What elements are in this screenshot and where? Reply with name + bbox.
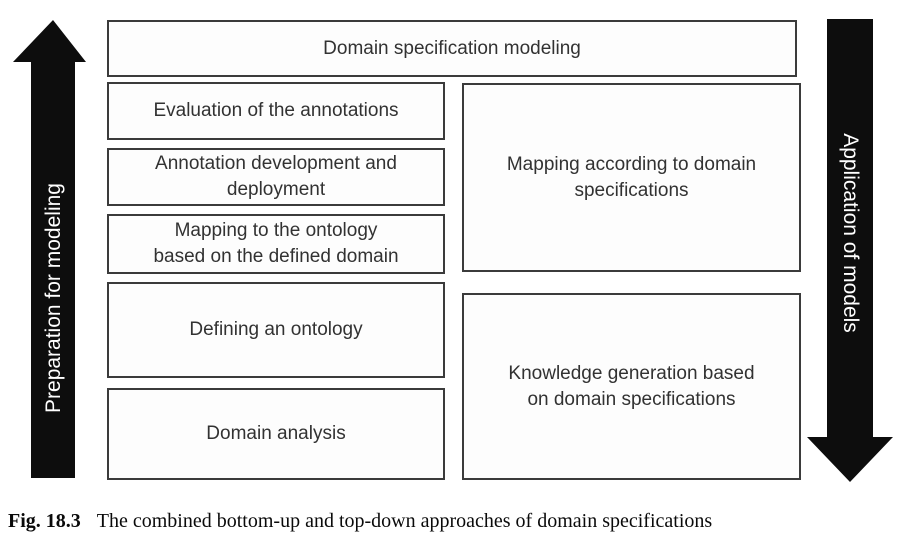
box-knowledge-generation: Knowledge generation based on domain spe… [462, 293, 801, 480]
box-mapping-to-ontology: Mapping to the ontology based on the def… [107, 214, 445, 274]
figure-caption-number: Fig. 18.3 [8, 510, 81, 532]
box-label: Defining an ontology [189, 319, 363, 341]
box-defining-an-ontology: Defining an ontology [107, 282, 445, 378]
box-label: Evaluation of the annotations [153, 100, 399, 122]
box-annotation-development-deployment: Annotation development and deployment [107, 148, 445, 206]
down-arrow-icon [807, 19, 893, 482]
box-evaluation-of-annotations: Evaluation of the annotations [107, 82, 445, 140]
left-arrow-label: Preparation for modeling [42, 183, 65, 413]
figure-caption-text: The combined bottom-up and top-down appr… [96, 510, 713, 532]
box-label: Domain specification modeling [323, 37, 581, 59]
box-label: Mapping to the ontology based on the def… [153, 220, 399, 267]
box-label: Knowledge generation based on domain spe… [508, 362, 755, 410]
box-label: Mapping according to domain specificatio… [506, 153, 757, 201]
up-arrow-icon [13, 20, 86, 478]
box-mapping-according-to-domain-specifications: Mapping according to domain specificatio… [462, 83, 801, 272]
box-label: Domain analysis [206, 423, 346, 445]
box-domain-analysis: Domain analysis [107, 388, 445, 480]
box-label: Annotation development and deployment [155, 153, 397, 200]
figure-caption: Fig. 18.3 The combined bottom-up and top-… [8, 510, 888, 533]
right-arrow-label: Application of models [839, 133, 862, 333]
box-domain-specification-modeling: Domain specification modeling [107, 20, 797, 77]
